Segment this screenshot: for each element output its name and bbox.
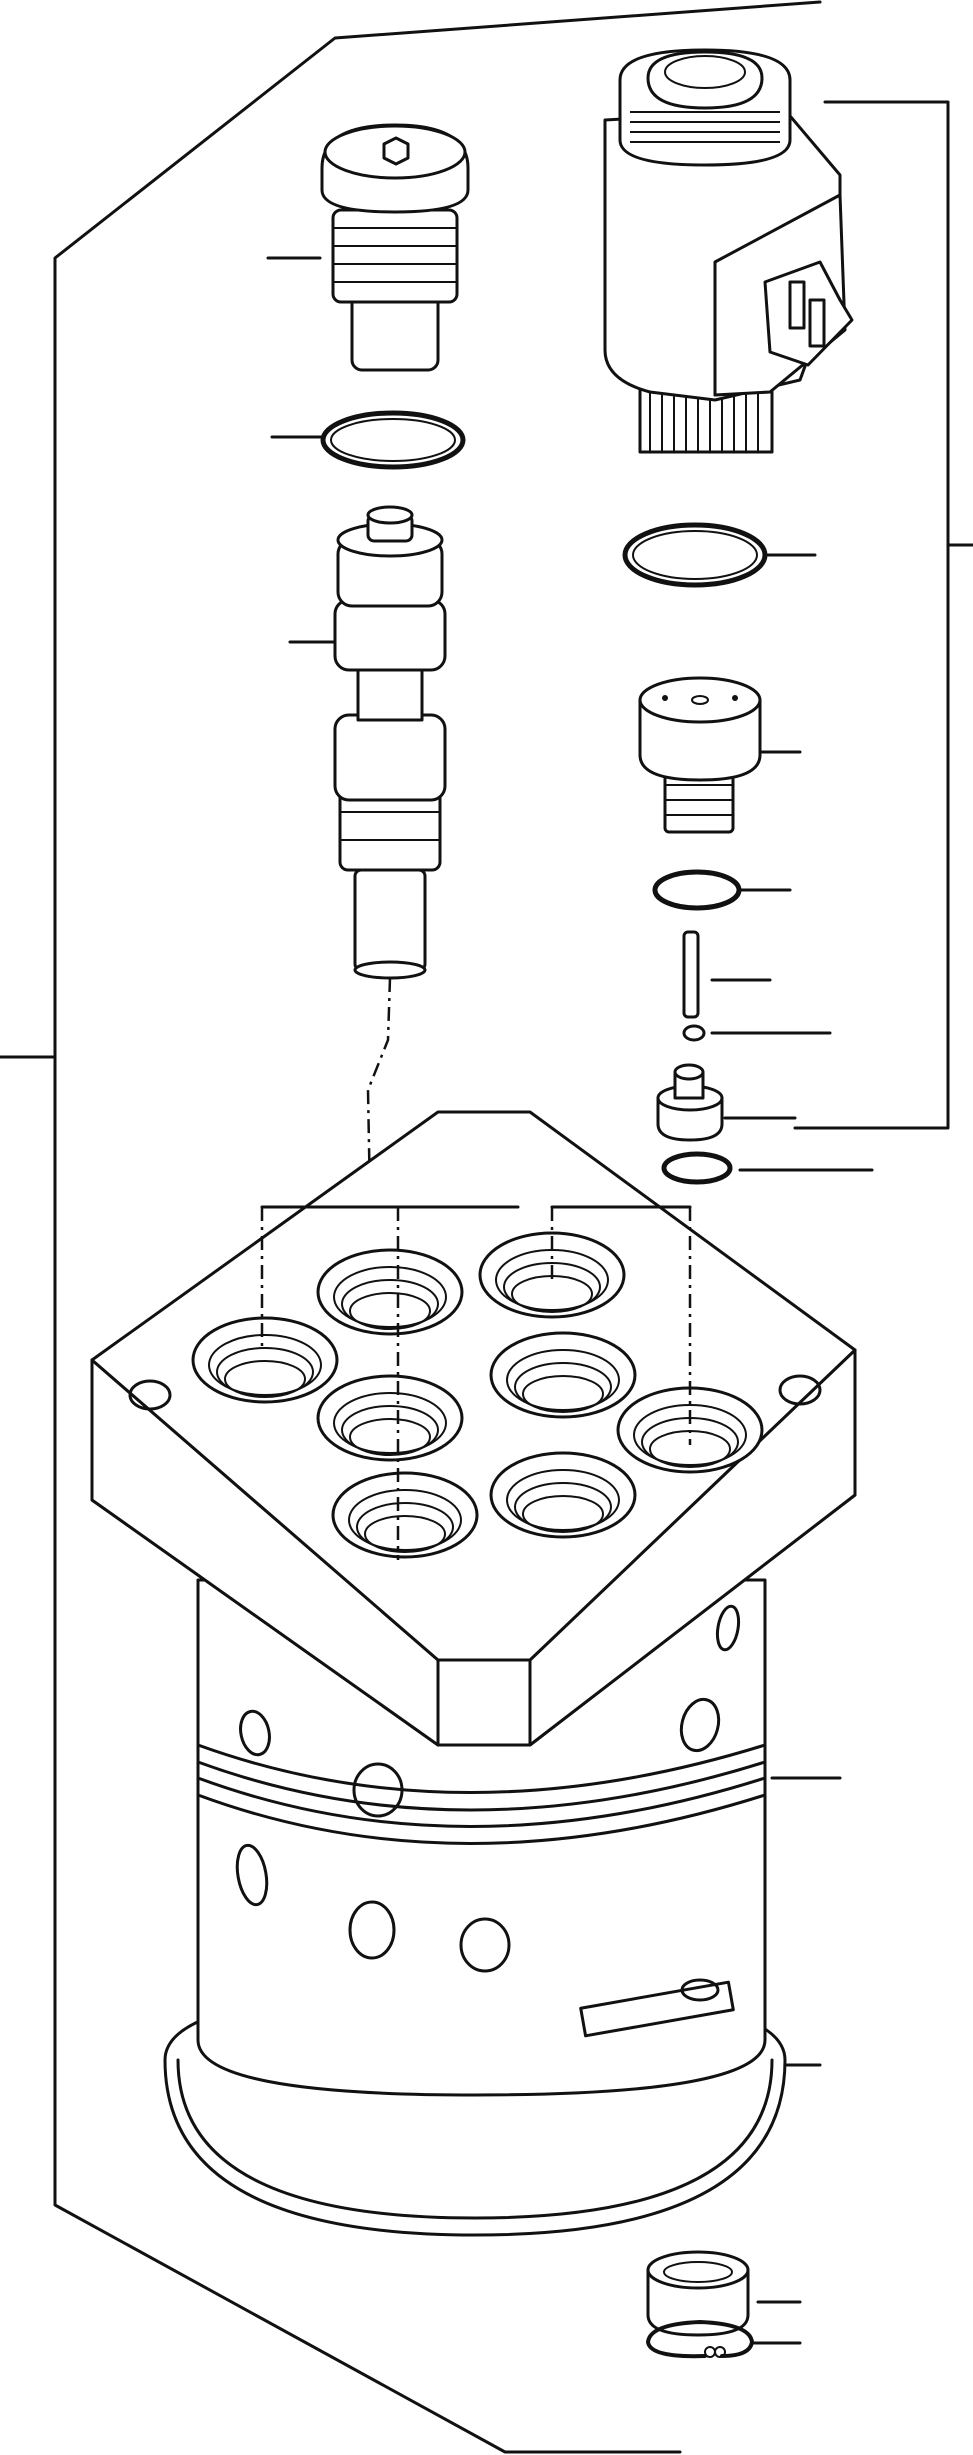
- o-ring-seat: [661, 1151, 733, 1185]
- snap-ring-part: [646, 2320, 754, 2359]
- assembly-outline-bracket: [0, 0, 822, 2454]
- leader-lines: [266, 256, 874, 2345]
- solenoid-group-bracket: [793, 100, 973, 1130]
- spool-part: [333, 505, 447, 980]
- cartridge-part: [638, 676, 762, 834]
- port-hole: [191, 1316, 339, 1404]
- valve-body-cylinder: [163, 1578, 787, 2237]
- pin-part: [682, 930, 700, 1019]
- port-hole: [489, 1451, 637, 1539]
- end-cap-part: [646, 2250, 750, 2337]
- o-ring-left: [320, 410, 466, 470]
- plug-part: [320, 123, 470, 372]
- o-ring-solenoid: [622, 522, 768, 588]
- valve-body-block: [90, 1110, 857, 1747]
- solenoid-part: [603, 48, 854, 454]
- port-hole: [489, 1331, 637, 1419]
- port-hole: [316, 1374, 464, 1462]
- o-ring-small: [652, 869, 742, 911]
- port-hole: [316, 1248, 464, 1336]
- port-hole: [331, 1471, 479, 1559]
- ball-part: [682, 1024, 706, 1042]
- port-reference-brackets: [260, 1205, 692, 1560]
- seat-part: [656, 1063, 724, 1142]
- spool-centerline: [366, 977, 392, 1291]
